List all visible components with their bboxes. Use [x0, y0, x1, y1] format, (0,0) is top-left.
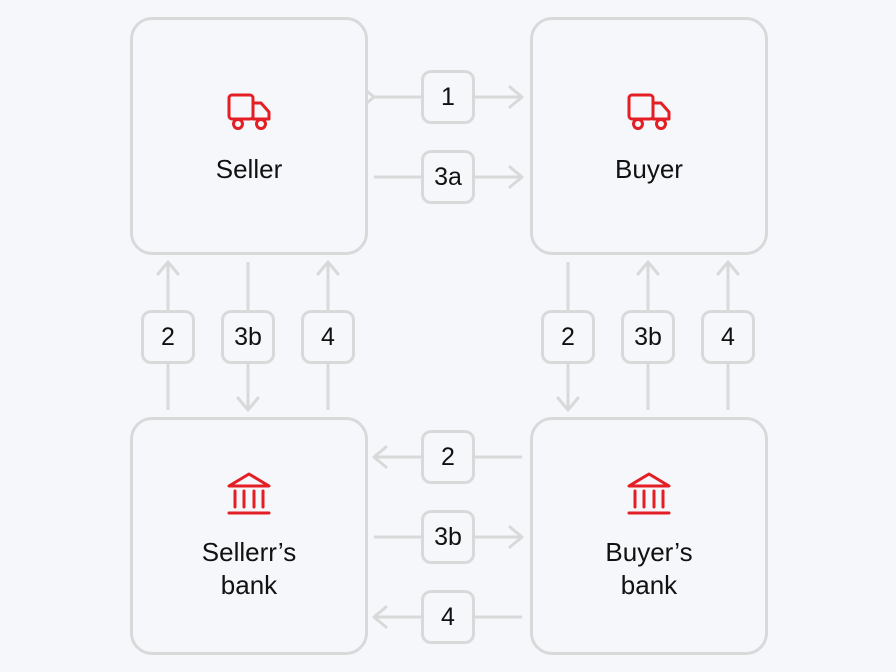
seller-node: Seller — [130, 17, 368, 255]
seller-label: Seller — [215, 153, 283, 184]
step-badge-buyer-4: 4 — [701, 310, 755, 364]
seller-bank-node: Sellerr’s bank — [130, 417, 368, 655]
step-badge-buyer-3b: 3b — [621, 310, 675, 364]
step-badge-buyer-2: 2 — [541, 310, 595, 364]
bank-icon — [627, 472, 671, 515]
step-badge-banks-2: 2 — [421, 430, 475, 484]
step-badge-seller-3b: 3b — [221, 310, 275, 364]
step-badge-seller-4: 4 — [301, 310, 355, 364]
step-badge-1: 1 — [421, 70, 475, 124]
buyer-label: Buyer — [615, 153, 683, 184]
buyer-bank-node: Buyer’s bank — [530, 417, 768, 655]
step-badge-banks-3b: 3b — [421, 510, 475, 564]
bank-icon — [227, 472, 271, 515]
step-badge-seller-2: 2 — [141, 310, 195, 364]
buyer-node: Buyer — [530, 17, 768, 255]
seller-bank-label: Sellerr’s bank — [201, 537, 297, 600]
buyer-bank-label: Buyer’s bank — [605, 537, 693, 600]
truck-icon — [227, 93, 271, 130]
step-badge-3a: 3a — [421, 150, 475, 204]
step-badge-banks-4: 4 — [421, 590, 475, 644]
truck-icon — [627, 93, 671, 130]
